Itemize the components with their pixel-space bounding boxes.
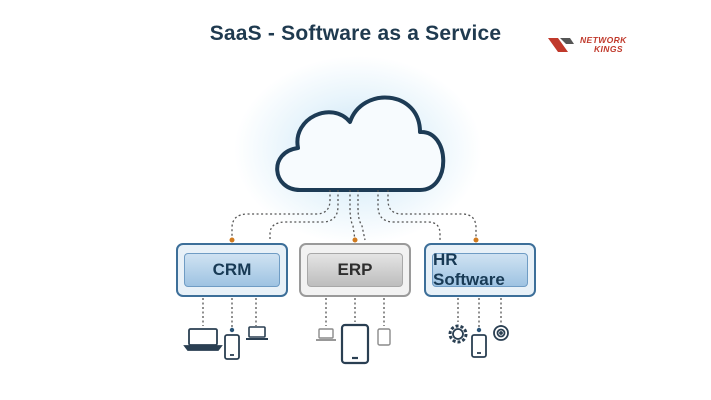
crm-box[interactable]: CRM — [176, 243, 288, 297]
phone-icon — [377, 328, 391, 346]
tablet-icon — [340, 323, 370, 365]
logo-mark-icon — [548, 38, 574, 52]
erp-box[interactable]: ERP — [299, 243, 411, 297]
cloud-connectors — [231, 190, 477, 241]
logo-line1: NETWORK — [580, 35, 627, 45]
network-kings-logo: NETWORK KINGS — [548, 34, 648, 58]
hr-software-label: HR Software — [432, 250, 528, 289]
phone-icon — [471, 334, 487, 358]
erp-label: ERP — [307, 253, 403, 287]
laptop-icon — [246, 326, 268, 340]
device-connectors — [202, 298, 502, 332]
target-icon — [493, 325, 509, 341]
cloud-icon — [275, 95, 446, 192]
connector-dots — [229, 237, 479, 243]
hr-software-box[interactable]: HR Software — [424, 243, 536, 297]
laptop-icon — [316, 328, 336, 341]
laptop-icon — [183, 328, 223, 351]
logo-line2: KINGS — [594, 44, 623, 54]
gear-icon — [448, 324, 468, 344]
phone-icon — [224, 334, 240, 360]
page-title: SaaS - Software as a Service — [209, 22, 502, 45]
device-dots — [229, 327, 482, 333]
crm-label: CRM — [184, 253, 280, 287]
